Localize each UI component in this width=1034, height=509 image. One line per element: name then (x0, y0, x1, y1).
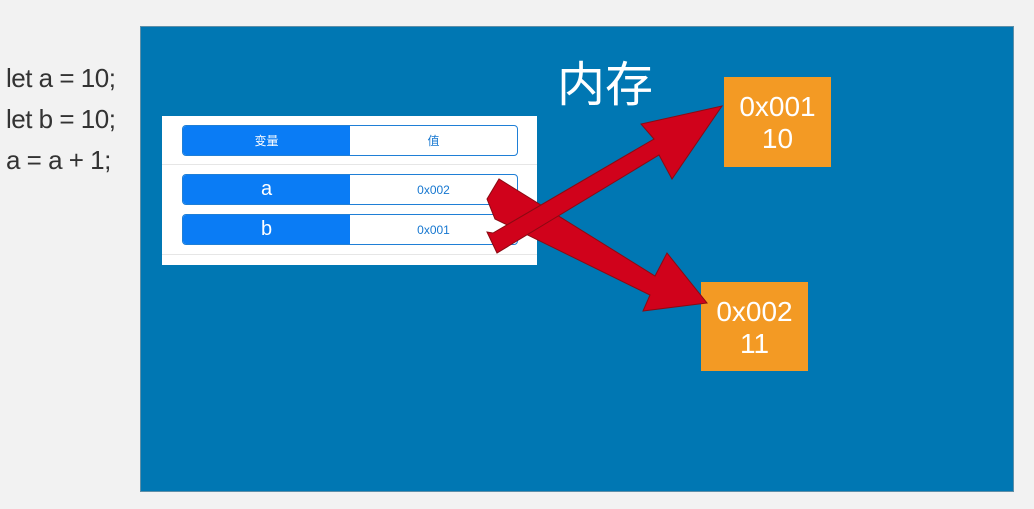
variable-address-b: 0x001 (417, 222, 450, 237)
table-row-a: a 0x002 (182, 174, 518, 205)
memory-cell-value: 11 (739, 328, 770, 359)
table-row-b: b 0x001 (182, 214, 518, 245)
code-block: let a = 10; let b = 10; a = a + 1; (6, 58, 116, 181)
memory-cell-0x001: 0x001 10 (724, 77, 831, 167)
variable-table: 变量 值 a 0x002 b 0x001 (162, 116, 537, 265)
memory-cell-0x002: 0x002 11 (701, 282, 808, 371)
header-value-label: 值 (427, 134, 440, 148)
variable-name-a: a (183, 175, 350, 204)
header-variable-label: 变量 (183, 126, 350, 155)
variable-table-header: 变量 值 (182, 125, 518, 156)
variable-name-b: b (183, 215, 350, 244)
table-divider (162, 254, 537, 255)
variable-address-a: 0x002 (417, 182, 450, 197)
memory-cell-value: 10 (761, 123, 794, 154)
code-line: let b = 10; (6, 104, 116, 134)
code-line: a = a + 1; (6, 145, 111, 175)
memory-cell-address: 0x001 (739, 91, 816, 122)
memory-title: 内存 (557, 57, 654, 113)
table-divider (162, 164, 537, 165)
memory-panel: 内存 变量 值 a 0x002 b 0x001 0x001 10 0x002 1… (140, 26, 1014, 492)
code-line: let a = 10; (6, 63, 116, 93)
memory-cell-address: 0x002 (716, 296, 793, 327)
